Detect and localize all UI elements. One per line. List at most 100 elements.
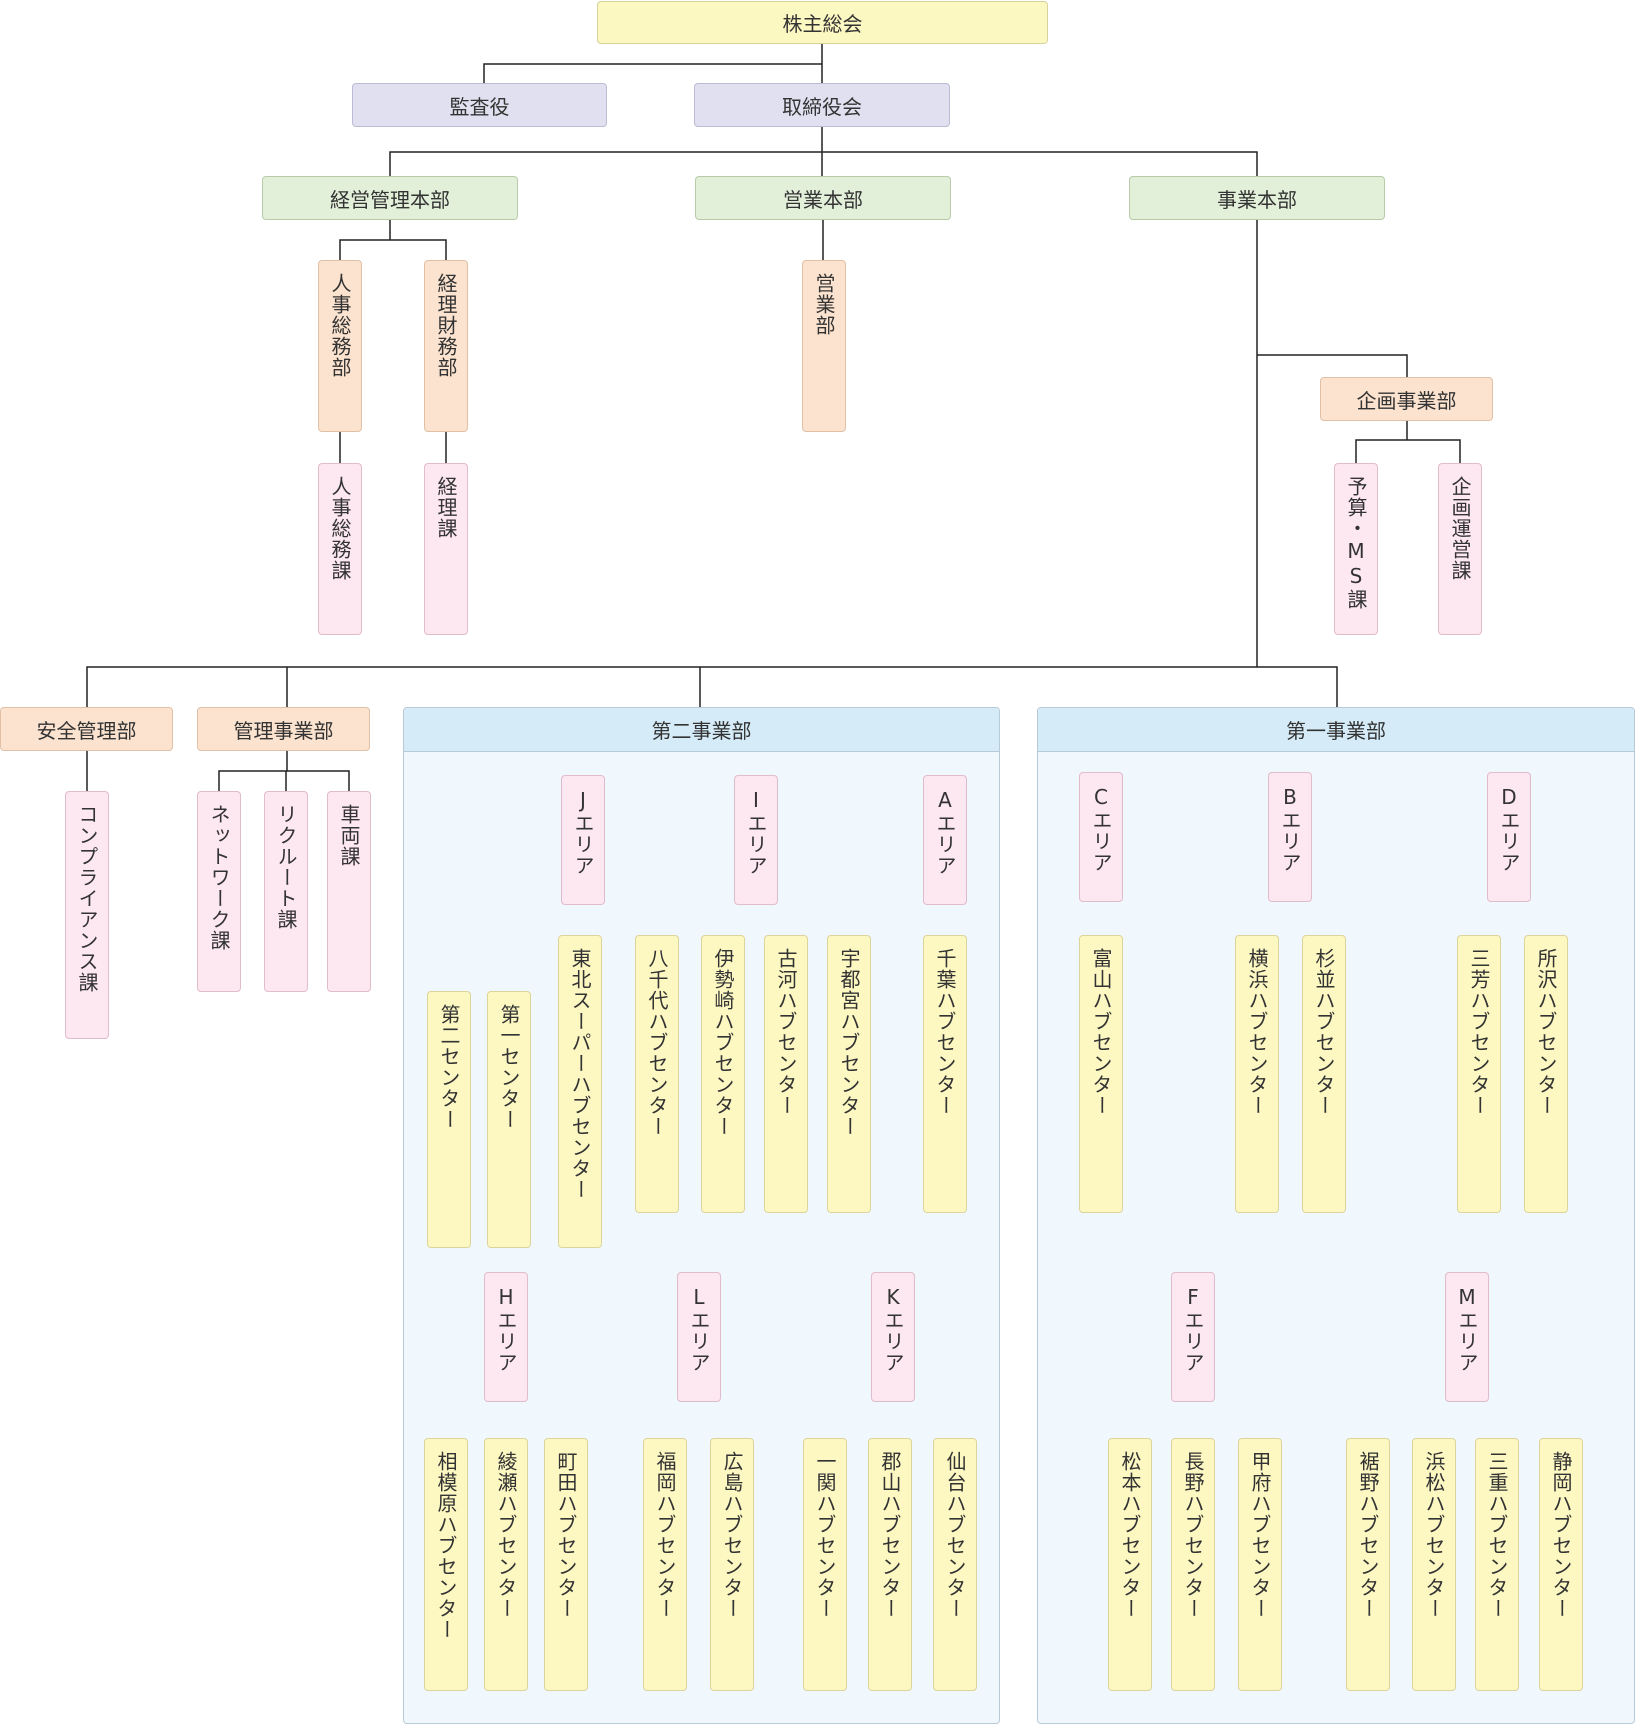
- node-vehicle-section: 車両課: [327, 791, 371, 992]
- node-label: リクルート課: [274, 804, 298, 930]
- node-label: 静岡ハブセンター: [1549, 1451, 1573, 1619]
- node-hub-susono: 裾野ハブセンター: [1346, 1438, 1390, 1691]
- node-hub-yokohama: 横浜ハブセンター: [1235, 935, 1279, 1213]
- node-label: 富山ハブセンター: [1089, 948, 1113, 1116]
- node-hub-sagamihara: 相模原ハブセンター: [424, 1438, 468, 1691]
- node-hub-ayase: 綾瀬ハブセンター: [484, 1438, 528, 1691]
- node-area-f: Fエリア: [1171, 1272, 1215, 1402]
- node-hub-mie: 三重ハブセンター: [1475, 1438, 1519, 1691]
- node-label: 浜松ハブセンター: [1422, 1451, 1446, 1619]
- node-hub-toyama: 富山ハブセンター: [1079, 935, 1123, 1213]
- node-area-m: Mエリア: [1445, 1272, 1489, 1402]
- node-area-c: Cエリア: [1079, 772, 1123, 902]
- node-network-section: ネットワーク課: [197, 791, 241, 992]
- node-label: 広島ハブセンター: [720, 1451, 744, 1619]
- node-label: 仙台ハブセンター: [943, 1451, 967, 1619]
- node-sales-hq: 営業本部: [695, 176, 951, 220]
- node-label: 福岡ハブセンター: [653, 1451, 677, 1619]
- node-label: 相模原ハブセンター: [434, 1451, 458, 1640]
- node-label: 第一センター: [497, 1004, 521, 1130]
- node-label: 宇都宮ハブセンター: [837, 948, 861, 1137]
- node-hub-tokorozawa: 所沢ハブセンター: [1524, 935, 1568, 1213]
- node-hub-isesaki: 伊勢崎ハブセンター: [701, 935, 745, 1213]
- node-label: 事業本部: [1217, 187, 1297, 212]
- node-label: 車両課: [337, 804, 361, 867]
- node-label: 管理事業部: [233, 718, 334, 743]
- division-header-first: 第一事業部: [1038, 708, 1634, 752]
- node-label: 所沢ハブセンター: [1534, 948, 1558, 1116]
- node-hub-nagano: 長野ハブセンター: [1171, 1438, 1215, 1691]
- division-header-second: 第二事業部: [404, 708, 999, 752]
- node-label: Aエリア: [933, 788, 957, 876]
- node-label: 松本ハブセンター: [1118, 1451, 1142, 1619]
- node-hr-section: 人事総務課: [318, 463, 362, 635]
- node-hub-machida: 町田ハブセンター: [544, 1438, 588, 1691]
- node-label: 横浜ハブセンター: [1245, 948, 1269, 1116]
- node-label: 八千代ハブセンター: [645, 948, 669, 1137]
- node-label: 裾野ハブセンター: [1356, 1451, 1380, 1619]
- node-hub-ichinoseki: 一関ハブセンター: [803, 1438, 847, 1691]
- node-accounting-dept: 経理財務部: [424, 260, 468, 432]
- node-board-of-directors: 取締役会: [694, 83, 950, 127]
- node-hub-center-2: 第二センター: [427, 991, 471, 1248]
- node-hub-matsumoto: 松本ハブセンター: [1108, 1438, 1152, 1691]
- node-label: 株主総会: [782, 12, 863, 36]
- node-area-b: Bエリア: [1268, 772, 1312, 902]
- node-label: 伊勢崎ハブセンター: [711, 948, 735, 1137]
- node-label: 三重ハブセンター: [1485, 1451, 1509, 1619]
- node-hub-koriyama: 郡山ハブセンター: [868, 1438, 912, 1691]
- node-planning-dept: 企画事業部: [1320, 377, 1493, 421]
- node-label: 三芳ハブセンター: [1467, 948, 1491, 1116]
- division-label: 第二事業部: [651, 719, 752, 743]
- node-label: 千葉ハブセンター: [933, 948, 957, 1116]
- node-hub-koga: 古河ハブセンター: [764, 935, 808, 1213]
- node-label: Iエリア: [744, 788, 768, 876]
- node-area-l: Lエリア: [677, 1272, 721, 1402]
- node-sales-dept: 営業部: [802, 260, 846, 432]
- node-label: 企画運営課: [1448, 476, 1472, 581]
- node-hub-yachiyo: 八千代ハブセンター: [635, 935, 679, 1213]
- node-area-a: Aエリア: [923, 775, 967, 905]
- node-area-i: Iエリア: [734, 775, 778, 905]
- node-area-j: Jエリア: [561, 775, 605, 905]
- node-label: 杉並ハブセンター: [1312, 948, 1336, 1116]
- node-accounting-section: 経理課: [424, 463, 468, 635]
- node-budget-ms-section: 予算・MS課: [1334, 463, 1378, 635]
- node-label: Cエリア: [1089, 785, 1113, 873]
- node-area-k: Kエリア: [871, 1272, 915, 1402]
- node-shareholders-meeting: 株主総会: [597, 1, 1048, 44]
- node-area-d: Dエリア: [1487, 772, 1531, 902]
- node-label: ネットワーク課: [207, 804, 231, 951]
- node-label: 営業本部: [783, 187, 863, 212]
- node-label: 人事総務課: [328, 476, 352, 581]
- node-label: 取締役会: [782, 94, 862, 119]
- division-label: 第一事業部: [1286, 719, 1386, 743]
- node-label: Dエリア: [1497, 785, 1521, 873]
- node-label: Hエリア: [494, 1285, 518, 1373]
- node-label: 経営管理本部: [330, 187, 450, 212]
- node-hub-tohoku: 東北スーパーハブセンター: [558, 935, 602, 1248]
- node-label: 町田ハブセンター: [554, 1451, 578, 1619]
- node-label: Mエリア: [1455, 1285, 1479, 1373]
- node-label: 営業部: [812, 273, 836, 336]
- node-label: 長野ハブセンター: [1181, 1451, 1205, 1619]
- node-label: 甲府ハブセンター: [1248, 1451, 1272, 1619]
- node-hub-sendai: 仙台ハブセンター: [933, 1438, 977, 1691]
- node-label: Lエリア: [687, 1285, 711, 1373]
- node-hub-miyoshi: 三芳ハブセンター: [1457, 935, 1501, 1213]
- node-label: 古河ハブセンター: [774, 948, 798, 1116]
- node-hr-dept: 人事総務部: [318, 260, 362, 432]
- node-hub-utsunomiya: 宇都宮ハブセンター: [827, 935, 871, 1213]
- node-hub-center-1: 第一センター: [487, 991, 531, 1248]
- node-management-dept: 管理事業部: [197, 707, 370, 751]
- node-label: Fエリア: [1181, 1285, 1205, 1373]
- node-area-h: Hエリア: [484, 1272, 528, 1402]
- node-recruit-section: リクルート課: [264, 791, 308, 992]
- node-hub-kofu: 甲府ハブセンター: [1238, 1438, 1282, 1691]
- node-label: 予算・MS課: [1344, 476, 1368, 610]
- node-label: 一関ハブセンター: [813, 1451, 837, 1619]
- node-label: Kエリア: [881, 1285, 905, 1373]
- node-label: 企画事業部: [1356, 388, 1457, 413]
- node-hub-shizuoka: 静岡ハブセンター: [1539, 1438, 1583, 1691]
- node-admin-hq: 経営管理本部: [262, 176, 518, 220]
